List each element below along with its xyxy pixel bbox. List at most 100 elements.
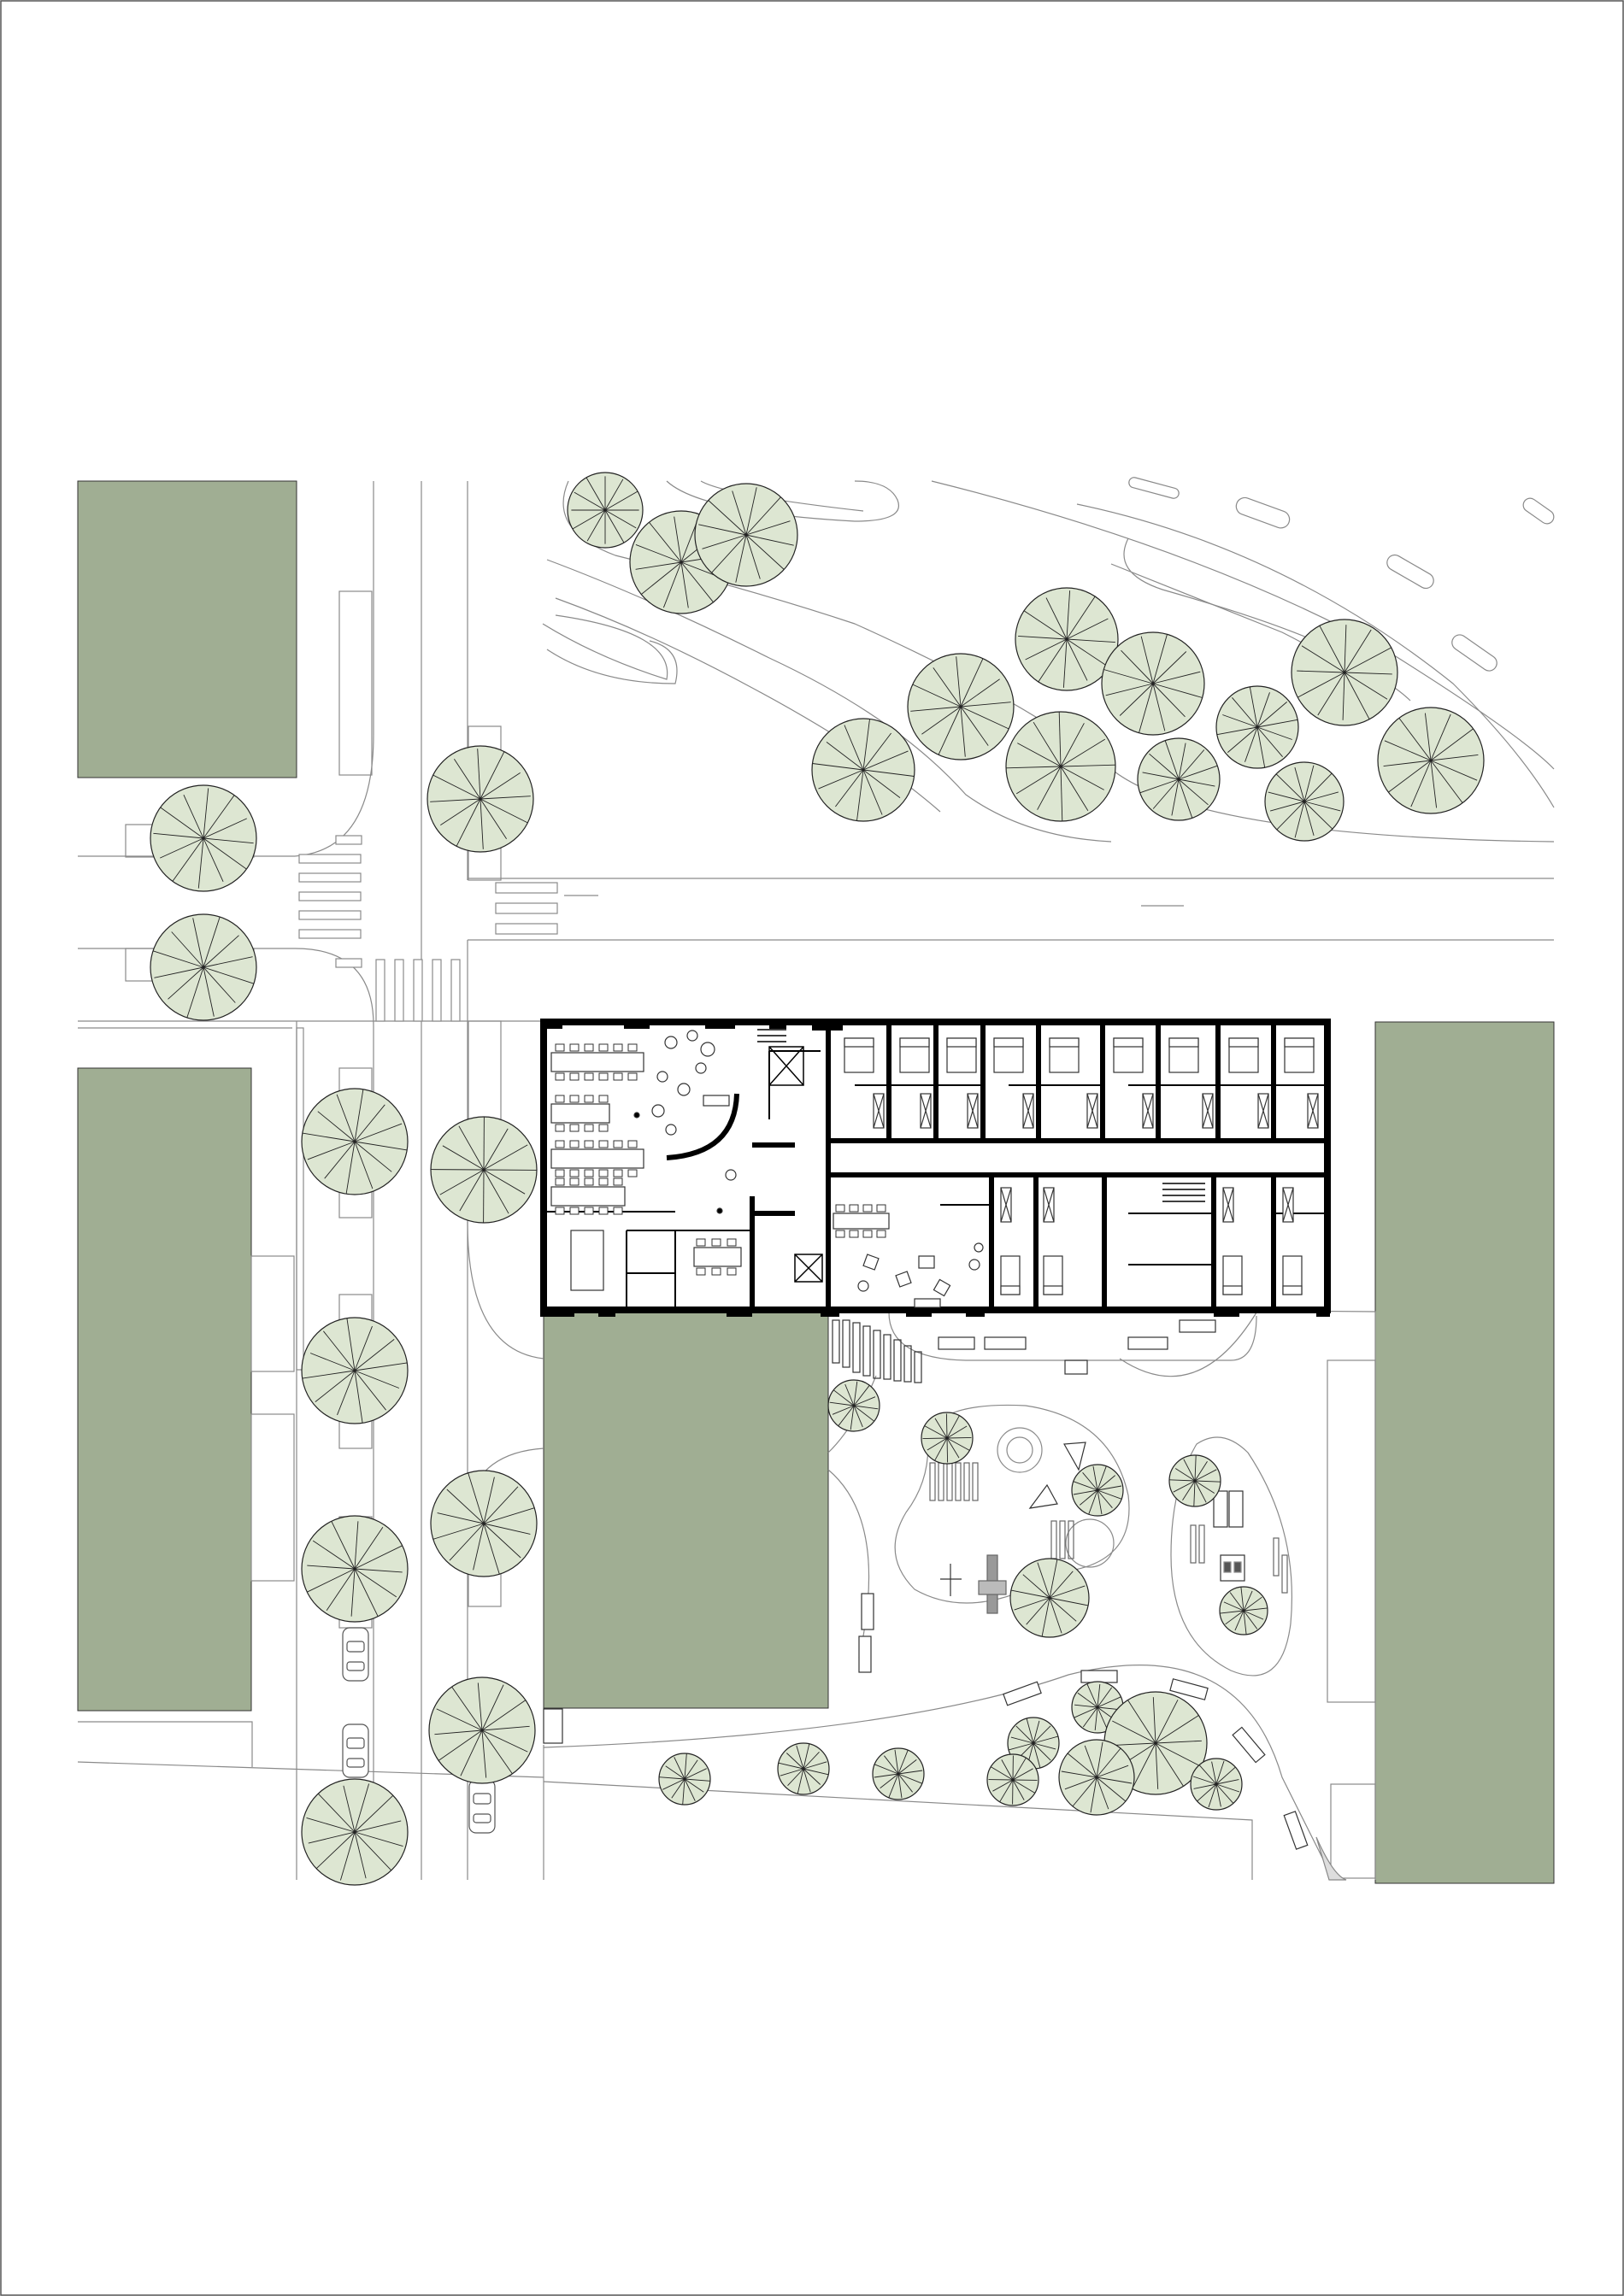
tree-icon xyxy=(1009,1558,1090,1638)
tree-icon xyxy=(811,718,915,822)
play-spiral xyxy=(997,1427,1043,1473)
tree-icon xyxy=(1264,761,1345,842)
tree-icon xyxy=(658,1753,711,1806)
chair-icon xyxy=(849,1230,859,1238)
chair-icon xyxy=(598,1169,609,1177)
crosswalk-stripe xyxy=(335,958,362,968)
trees xyxy=(150,472,1485,1886)
crosswalk-stripe xyxy=(298,910,362,920)
chair-icon xyxy=(584,1177,594,1186)
tree-icon xyxy=(1005,711,1116,822)
chair-icon xyxy=(862,1230,873,1238)
crosswalk-stripe xyxy=(413,959,423,1022)
crosswalk-stripe xyxy=(298,891,362,901)
chair-icon xyxy=(627,1140,638,1148)
tree-icon xyxy=(428,1676,536,1784)
table-icon xyxy=(703,1095,730,1107)
bed-icon xyxy=(1049,1037,1098,1129)
chair-icon xyxy=(584,1072,594,1081)
tree-icon xyxy=(1137,737,1221,821)
chair-icon xyxy=(613,1072,623,1081)
tree-icon xyxy=(694,483,798,587)
table-icon xyxy=(570,1230,604,1291)
chair-icon xyxy=(555,1124,565,1132)
bed-icon xyxy=(1043,1187,1063,1295)
play-ring xyxy=(1065,1518,1115,1568)
tree-icon xyxy=(427,745,534,853)
table-icon xyxy=(1220,1554,1245,1582)
tree-icon xyxy=(921,1412,974,1465)
table-icon xyxy=(833,1213,890,1230)
lounge-chairs xyxy=(857,1242,984,1308)
car-icon xyxy=(468,1779,496,1834)
chair-icon xyxy=(584,1140,594,1148)
chair-icon xyxy=(613,1207,623,1215)
chair-icon xyxy=(569,1140,580,1148)
interior-walls xyxy=(750,1022,1327,1310)
tree-icon xyxy=(986,1753,1039,1806)
parked-cars xyxy=(342,1627,496,1834)
chair-icon xyxy=(598,1124,609,1132)
lounge-round-tables xyxy=(633,1030,737,1214)
crosswalk-stripe xyxy=(335,835,362,845)
crosswalk-stripe xyxy=(495,882,558,894)
chair-icon xyxy=(569,1177,580,1186)
chair-icon xyxy=(876,1230,886,1238)
car-icon xyxy=(342,1627,369,1682)
tree-icon xyxy=(1219,1586,1268,1635)
tree-icon xyxy=(430,1116,538,1224)
crosswalk-stripe xyxy=(495,902,558,914)
chair-icon xyxy=(555,1207,565,1215)
chair-icon xyxy=(569,1124,580,1132)
crosswalk-stripe xyxy=(375,959,385,1022)
neighbour-building-west xyxy=(77,1067,252,1712)
chair-icon xyxy=(569,1169,580,1177)
chair-icon xyxy=(696,1267,706,1276)
stair-icon xyxy=(757,1029,1205,1283)
chair-icon xyxy=(711,1267,721,1276)
planting-island xyxy=(1170,1436,1293,1676)
bed-icon xyxy=(946,1037,979,1129)
chair-icon xyxy=(598,1072,609,1081)
tree-icon xyxy=(567,472,644,549)
chair-icon xyxy=(598,1095,609,1103)
chair-icon xyxy=(598,1177,609,1186)
bed-icon xyxy=(1284,1037,1319,1129)
reception-desk xyxy=(666,1093,739,1160)
chair-icon xyxy=(598,1207,609,1215)
bed-icon xyxy=(899,1037,932,1129)
tree-icon xyxy=(907,653,1015,760)
chair-icon xyxy=(613,1140,623,1148)
tree-icon xyxy=(1168,1454,1221,1507)
wall-piers xyxy=(540,1019,1330,1317)
bed-icon xyxy=(1113,1037,1154,1129)
chairs xyxy=(555,1043,886,1276)
play-slide xyxy=(1028,1483,1058,1509)
tree-icon xyxy=(1015,587,1119,691)
tree-icon xyxy=(301,1317,409,1424)
tree-icon xyxy=(1215,685,1299,769)
chair-icon xyxy=(613,1043,623,1052)
bedroom-furniture xyxy=(844,1037,1319,1295)
tree-icon xyxy=(301,1088,409,1195)
play-triangle xyxy=(1063,1442,1086,1471)
chair-icon xyxy=(584,1207,594,1215)
tree-icon xyxy=(1291,619,1398,726)
bed-icon xyxy=(1282,1187,1303,1295)
chair-icon xyxy=(555,1140,565,1148)
bed-icon xyxy=(1222,1187,1243,1295)
chair-icon xyxy=(613,1177,623,1186)
crosswalk-stripe xyxy=(495,923,558,935)
neighbour-building-courtyard xyxy=(543,1312,829,1709)
neighbour-buildings xyxy=(77,480,1555,1884)
bed-icon xyxy=(1168,1037,1214,1129)
crosswalk-stripe xyxy=(432,959,442,1022)
chair-icon xyxy=(569,1072,580,1081)
tree-icon xyxy=(150,913,257,1021)
chair-icon xyxy=(598,1140,609,1148)
chair-icon xyxy=(569,1095,580,1103)
bed-icon xyxy=(1000,1187,1021,1295)
chair-icon xyxy=(849,1204,859,1213)
